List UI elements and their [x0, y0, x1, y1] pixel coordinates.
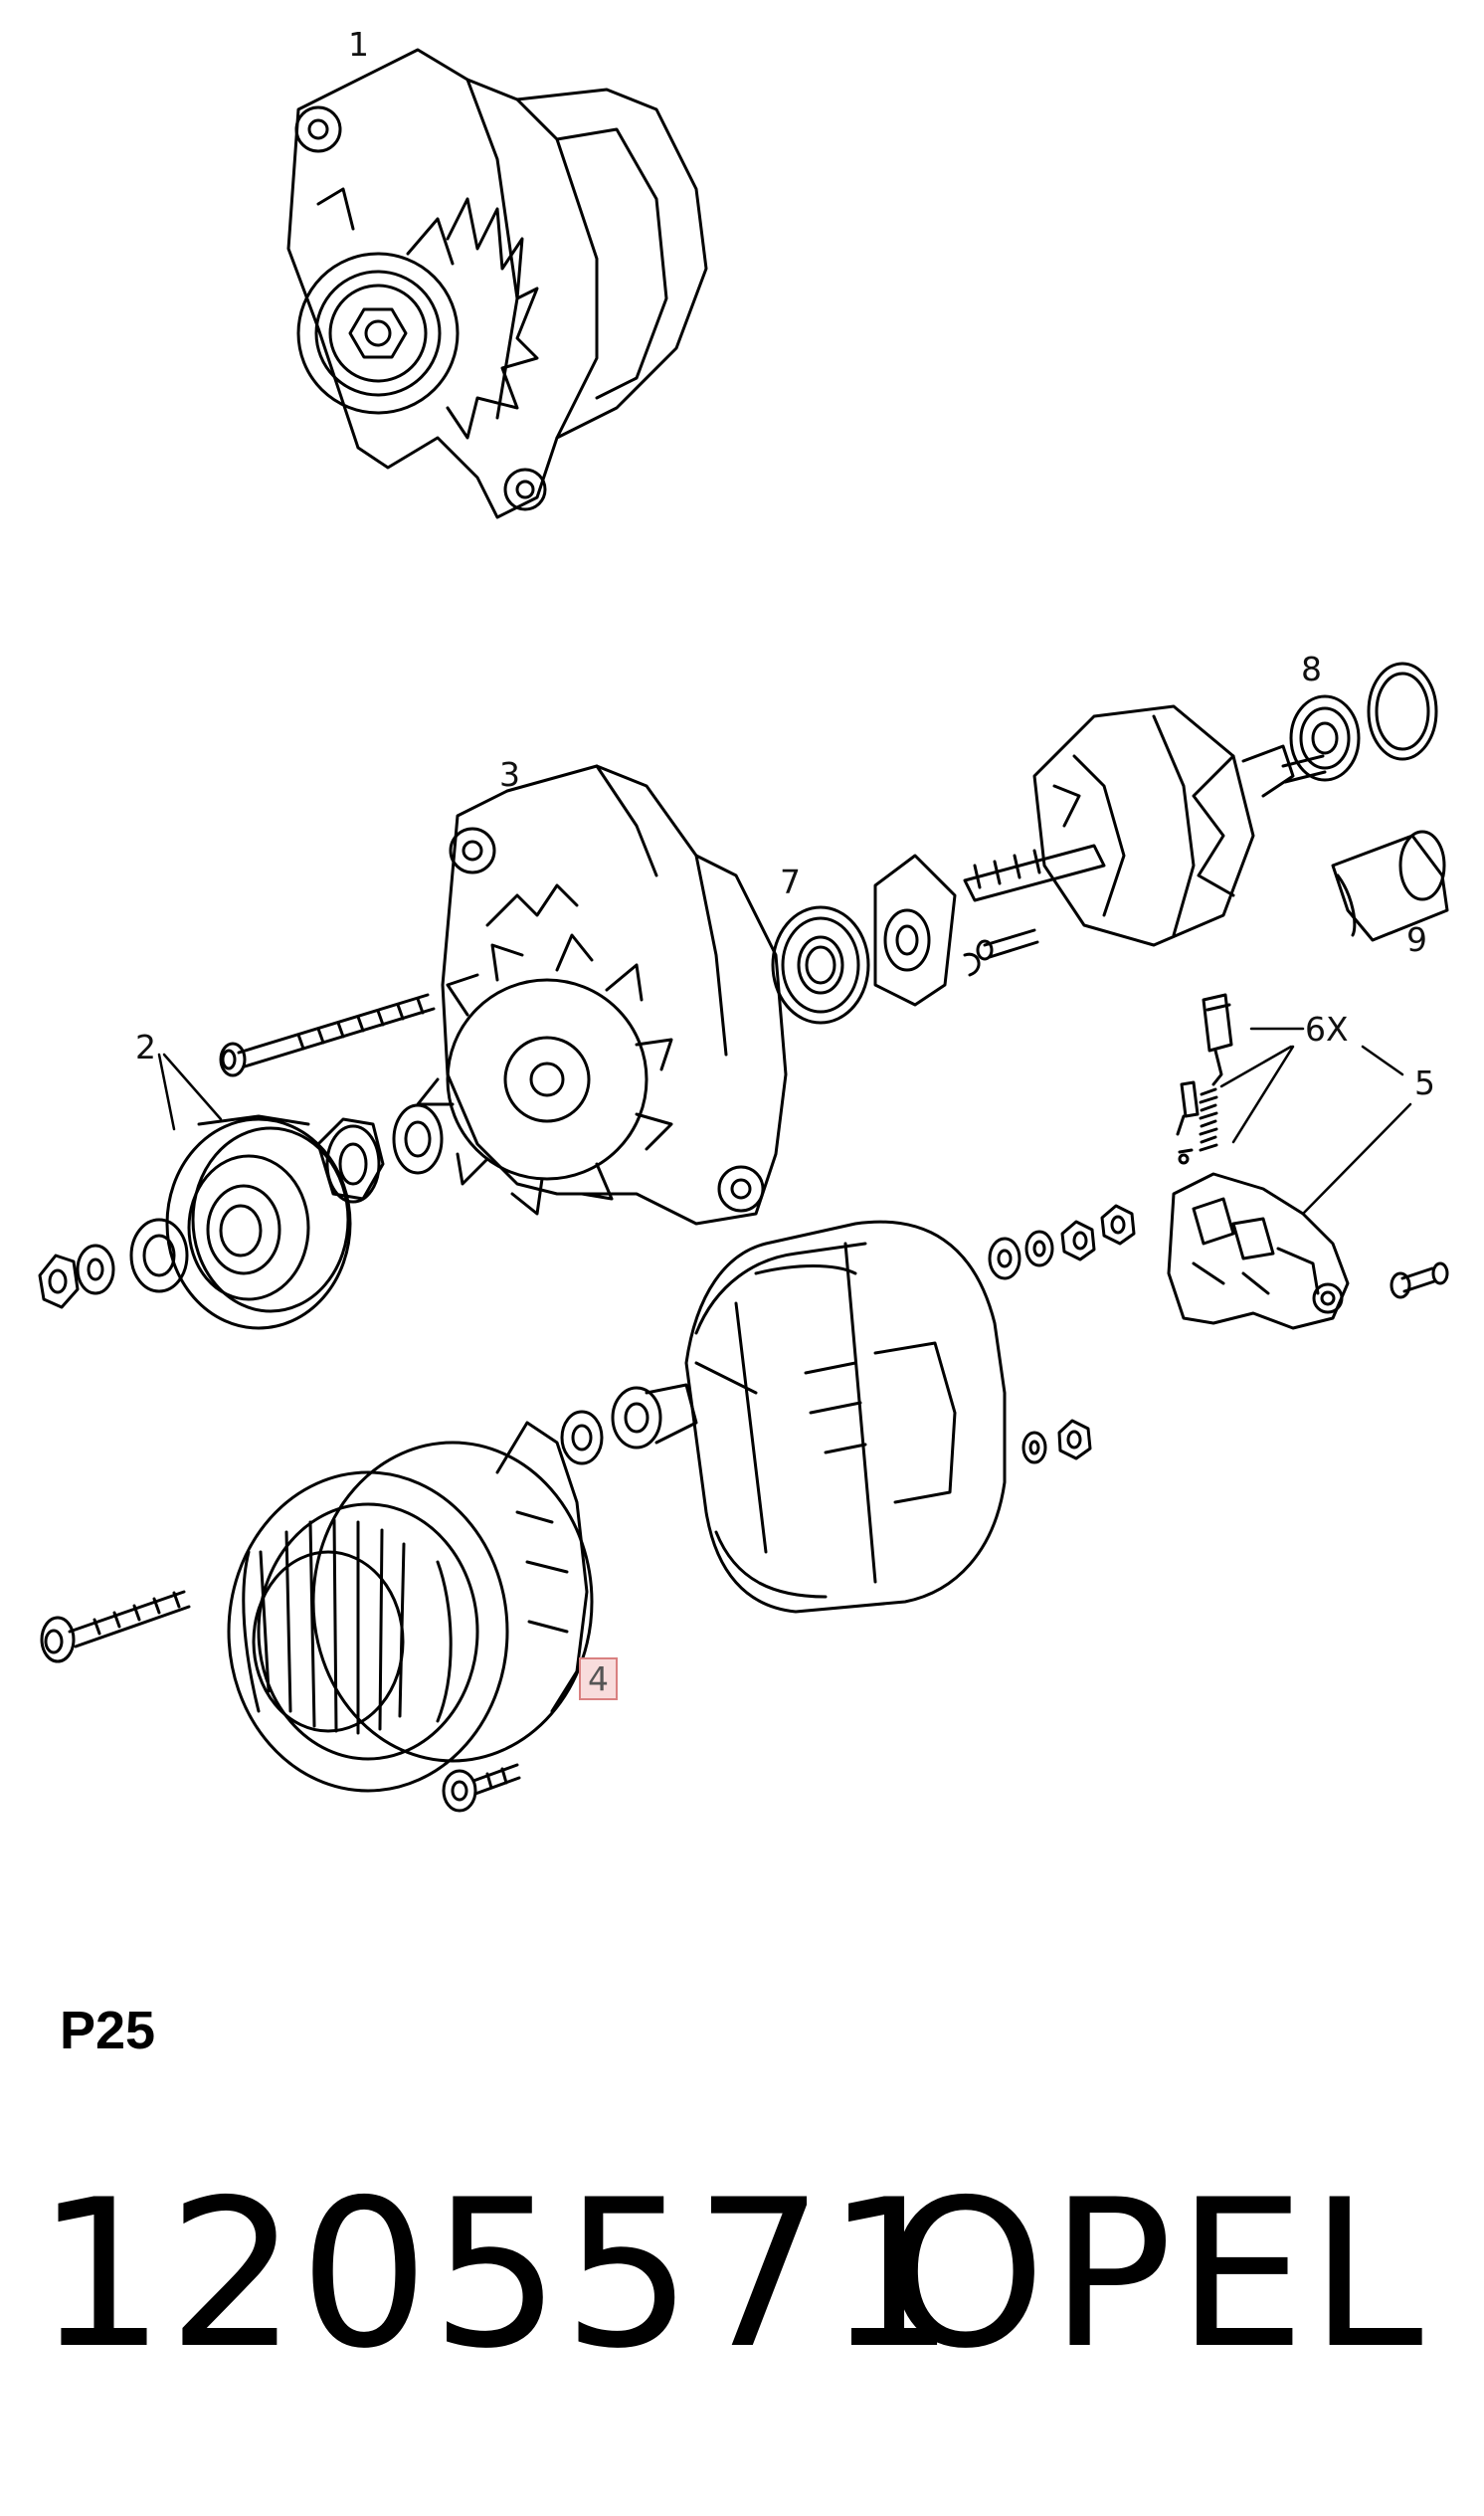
callout-2: 2 — [135, 1028, 156, 1066]
sleeve — [1333, 832, 1447, 940]
exploded-alternator-diagram — [0, 0, 1484, 1850]
drive-end-housing — [418, 766, 786, 1224]
rear-bearing — [1291, 664, 1436, 780]
voltage-regulator — [1169, 1174, 1447, 1328]
callout-4: 4 — [579, 1657, 618, 1700]
rotor — [965, 706, 1325, 945]
brushes-and-springs — [1178, 995, 1231, 1163]
stator — [229, 1423, 592, 1791]
callout-6x: 6X — [1305, 1010, 1349, 1049]
callout-8: 8 — [1301, 650, 1322, 688]
spacer — [562, 1385, 696, 1463]
terminal-hardware — [990, 1206, 1134, 1462]
pulley-assembly — [40, 995, 442, 1328]
page-code: P25 — [60, 2001, 156, 2060]
stator-screw — [444, 1765, 519, 1811]
brand-name: OPEL — [885, 2157, 1427, 2394]
callout-9: 9 — [1406, 920, 1427, 959]
front-bearing — [773, 856, 1037, 1023]
assembled-alternator — [288, 50, 706, 517]
part-number: 1205571 — [36, 2157, 958, 2394]
callout-7: 7 — [780, 863, 801, 901]
callout-1: 1 — [348, 25, 369, 64]
through-bolt — [42, 1592, 189, 1661]
slip-ring-end-housing — [686, 1222, 1005, 1612]
callout-5: 5 — [1414, 1064, 1435, 1102]
callout-3: 3 — [499, 755, 520, 794]
leader-lines — [159, 1029, 1410, 1214]
